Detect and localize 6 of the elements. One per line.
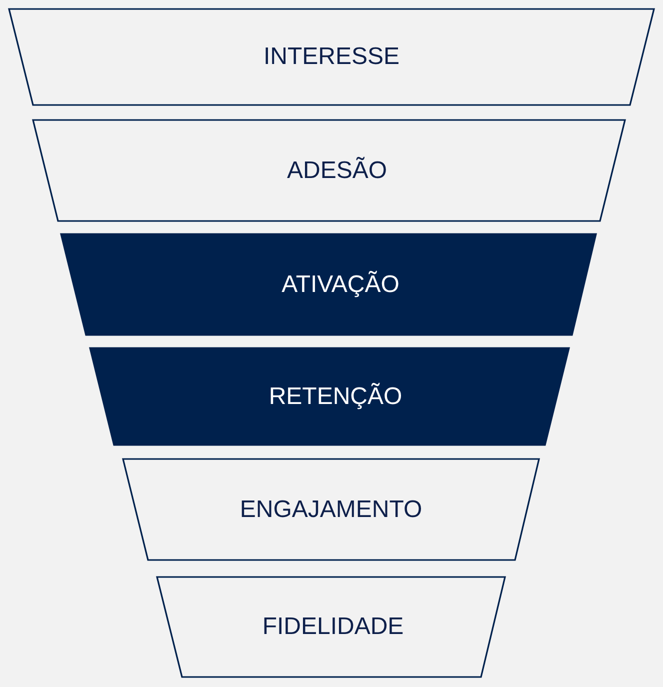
stage-label: RETENÇÃO bbox=[268, 382, 404, 410]
stage-label: ATIVAÇÃO bbox=[280, 270, 400, 298]
stage-label: FIDELIDADE bbox=[261, 613, 405, 641]
stage-label: INTERESSE bbox=[262, 43, 401, 71]
stage-label: ADESÃO bbox=[286, 156, 388, 184]
stage-label: ENGAJAMENTO bbox=[238, 496, 424, 524]
